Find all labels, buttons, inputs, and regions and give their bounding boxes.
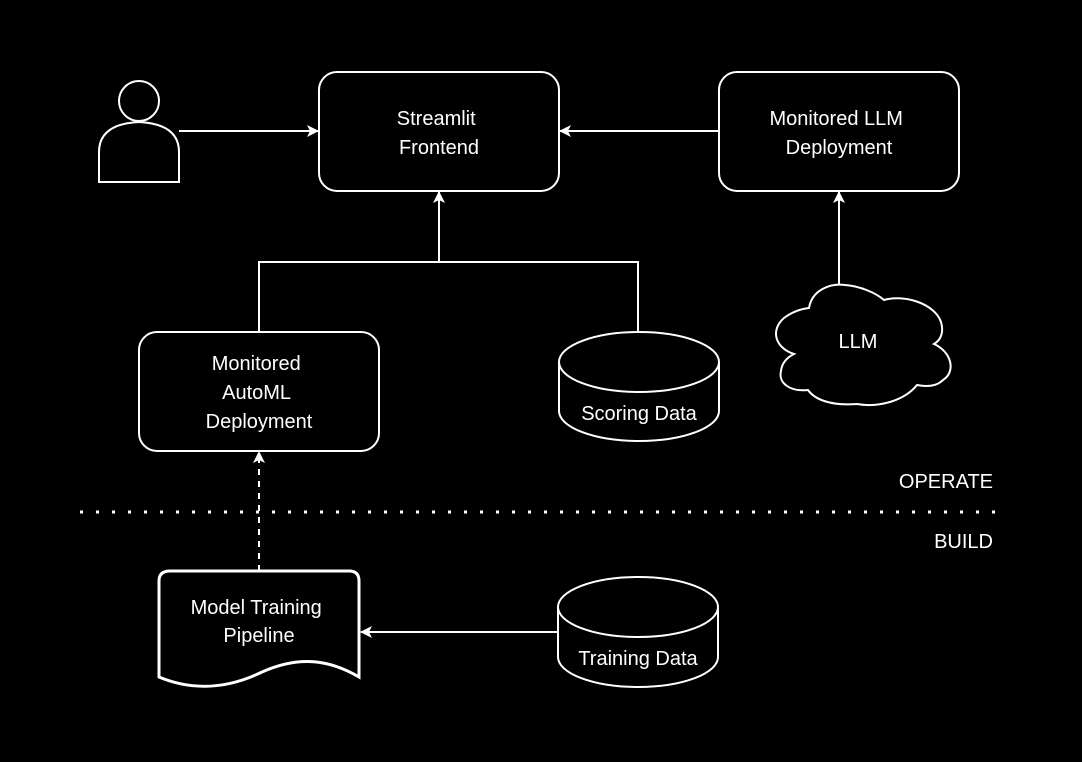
node-llm-deployment[interactable]: Monitored LLM Deployment [718,71,960,192]
svg-text:Streamlit Frontend: Streamlit Frontend [397,108,481,159]
llm-deployment-label-line-2: Deployment [786,137,893,159]
scoring-data-label: Scoring Data [581,403,697,425]
automl-label-line-3: Deployment [206,411,313,433]
edge-scoring-data-to-streamlit [439,261,639,332]
person-icon [98,80,180,183]
zone-label-operate: OPERATE [899,471,993,493]
edges [179,125,845,638]
database-icon [558,331,720,442]
streamlit-label-line-2: Frontend [399,137,479,159]
automl-label-line-1: Monitored [212,353,301,375]
zone-label-build: BUILD [934,531,993,553]
svg-text:Scoring Data: Scoring Data [581,403,697,425]
svg-text:Monitored AutoML D: Monitored AutoML Deployment [206,353,313,433]
user-actor[interactable] [98,80,180,183]
node-training-data[interactable]: Training Data [557,576,719,688]
document-icon [157,569,361,688]
node-model-training-pipeline[interactable]: Model Training Pipeline [157,569,361,688]
streamlit-label-line-1: Streamlit [397,108,476,130]
node-streamlit-frontend[interactable]: Streamlit Frontend [318,71,560,192]
pipeline-label-line-1: Model Training [191,597,322,619]
training-data-label: Training Data [578,648,698,670]
svg-text:Model Training Pipeline: Model Training Pipeline [191,597,328,647]
pipeline-label-line-2: Pipeline [223,625,294,647]
cloud-icon [775,283,952,406]
node-scoring-data[interactable]: Scoring Data [558,331,720,442]
llm-deployment-label-line-1: Monitored LLM [770,108,903,130]
node-automl-deployment[interactable]: Monitored AutoML Deployment [138,331,380,452]
automl-label-line-2: AutoML [222,382,291,404]
svg-text:Training Data: Training Data [578,648,698,670]
llm-label: LLM [839,331,878,353]
svg-text:LLM: LLM [839,331,878,353]
node-llm-cloud[interactable]: LLM [775,283,952,406]
svg-text:Monitored LLM Deployment: Monitored LLM Deployment [770,108,909,159]
edge-automl-to-streamlit [258,191,445,332]
database-icon [557,576,719,688]
